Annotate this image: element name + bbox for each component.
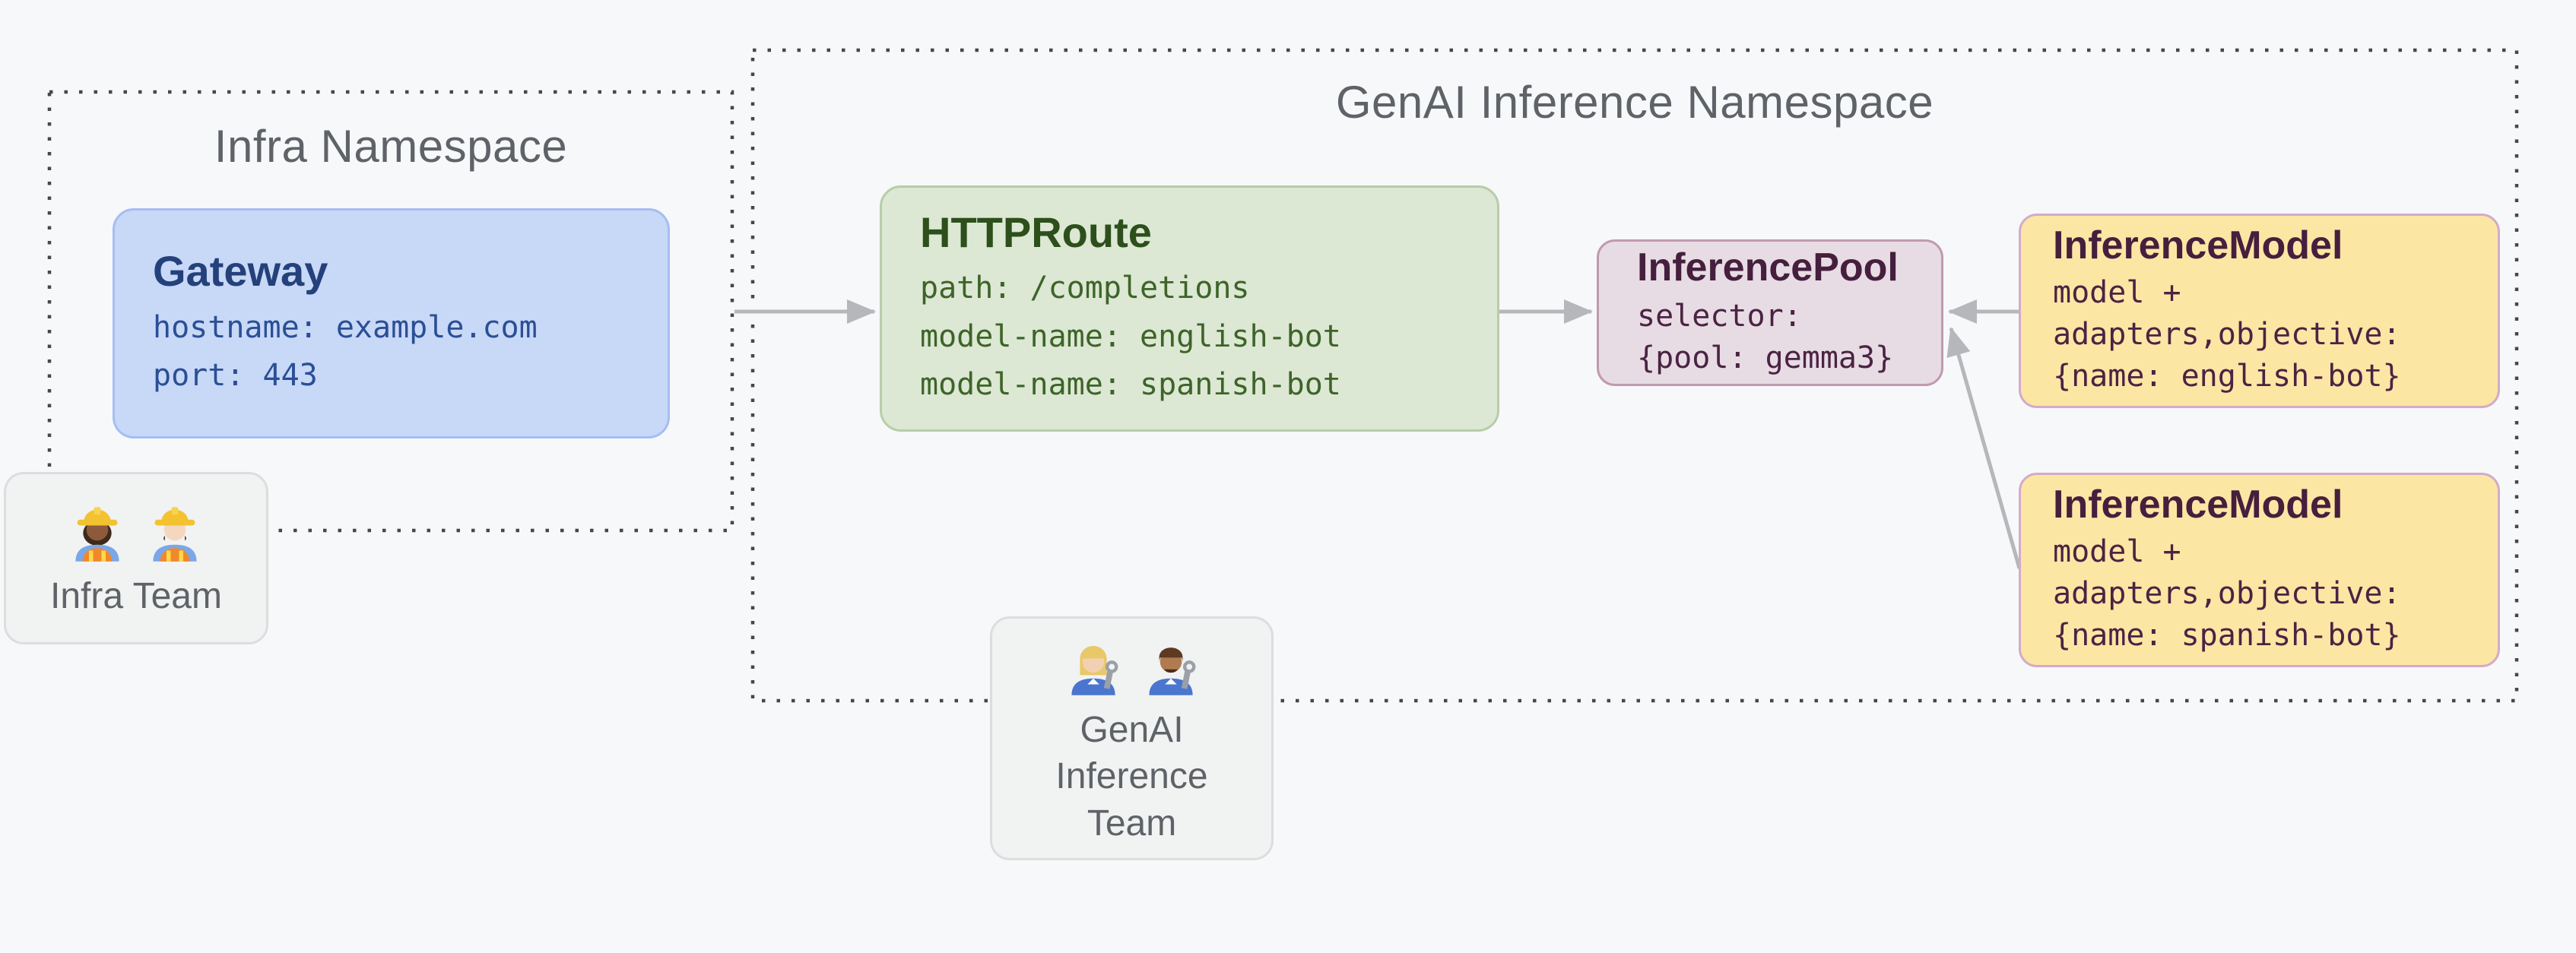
genai-namespace-title: GenAI Inference Namespace	[1335, 77, 1934, 128]
inference-pool-node: InferencePool selector: {pool: gemma3}	[1597, 239, 1943, 386]
infra-team-box: Infra Team	[4, 472, 268, 644]
gateway-hostname-line: hostname: example.com	[153, 309, 538, 345]
gateway-node: Gateway hostname: example.com port: 443	[113, 208, 670, 439]
construction-worker-man-icon	[141, 496, 208, 567]
infra-team-label: Infra Team	[50, 576, 222, 617]
inference-model-spanish-line-1: model +	[2053, 534, 2181, 570]
httproute-model-spanish-line: model-name: spanish-bot	[920, 366, 1341, 402]
httproute-path-line: path: /completions	[920, 271, 1250, 306]
inference-model-spanish-line-2: adapters,objective:	[2053, 576, 2401, 612]
inference-model-spanish-title: InferenceModel	[2053, 483, 2343, 527]
infra-team-icons	[64, 496, 208, 567]
genai-team-icons	[1060, 630, 1204, 701]
inference-model-english-line-2: adapters,objective:	[2053, 317, 2401, 353]
genai-inference-team-label: GenAI Inference Team	[1055, 709, 1208, 844]
httproute-model-english-line: model-name: english-bot	[920, 318, 1341, 354]
inference-model-english-node: InferenceModel model + adapters,objectiv…	[2019, 214, 2500, 408]
inference-pool-node-title: InferencePool	[1637, 245, 1899, 290]
httproute-node-title: HTTPRoute	[920, 208, 1152, 257]
gateway-port-line: port: 443	[153, 357, 318, 393]
inference-model-english-title: InferenceModel	[2053, 223, 2343, 268]
inference-model-spanish-line-3: {name: spanish-bot}	[2053, 618, 2401, 654]
inference-model-english-line-3: {name: english-bot}	[2053, 359, 2401, 394]
mechanic-woman-icon	[1060, 630, 1127, 701]
construction-worker-woman-icon	[64, 496, 131, 567]
inference-model-spanish-node: InferenceModel model + adapters,objectiv…	[2019, 473, 2500, 667]
infra-namespace-title: Infra Namespace	[214, 121, 568, 172]
gateway-node-title: Gateway	[153, 247, 328, 296]
mechanic-man-icon	[1137, 630, 1204, 701]
httproute-node: HTTPRoute path: /completions model-name:…	[880, 185, 1499, 432]
inference-pool-selector-line: selector:	[1637, 299, 1802, 334]
infra-namespace-border	[47, 90, 734, 533]
genai-inference-team-box: GenAI Inference Team	[990, 616, 1274, 860]
inference-model-english-line-1: model +	[2053, 275, 2181, 311]
arrow-model-spanish-to-pool	[1946, 327, 2022, 569]
inference-pool-value-line: {pool: gemma3}	[1637, 340, 1894, 376]
